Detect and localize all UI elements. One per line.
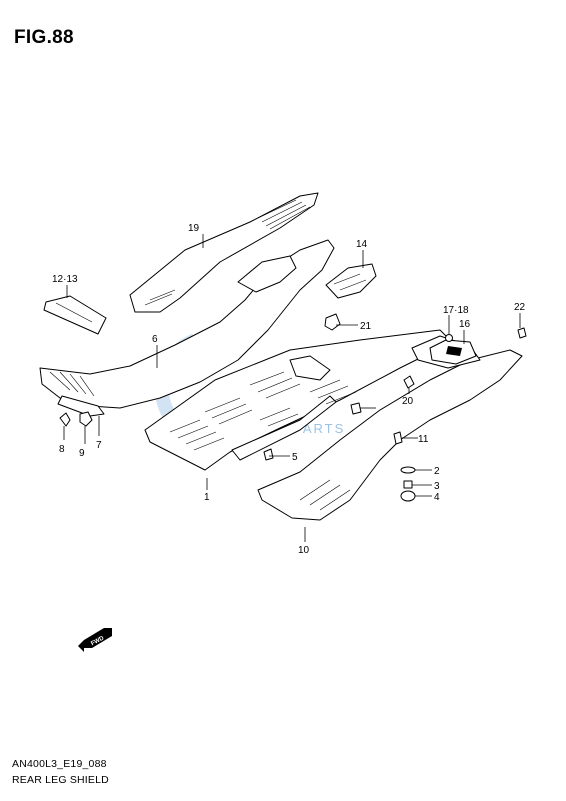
figure-title: FIG.88 (14, 27, 74, 48)
callout-14: 14 (356, 239, 368, 250)
part-14-bracket[interactable] (325, 263, 377, 299)
part-6-side-panel[interactable] (39, 239, 335, 409)
callout-1: 1 (204, 492, 210, 503)
callout-20: 22 (514, 302, 526, 313)
part-16-nut[interactable] (445, 334, 453, 342)
callout-17-18: 19 (188, 223, 200, 234)
callout-5: 5 (292, 452, 298, 463)
part-2-washer[interactable] (400, 466, 416, 474)
part-5-screw[interactable] (263, 448, 274, 461)
callout-6: 6 (152, 334, 158, 345)
callout-15: 16 (459, 319, 471, 330)
callout-9: 9 (79, 448, 85, 459)
part-21-screw[interactable] (324, 313, 341, 331)
callout-12-13: 12·13 (52, 274, 78, 285)
part-4-cushion[interactable] (400, 490, 416, 502)
part-3-bushing[interactable] (403, 480, 413, 489)
model-code: AN400L3_E19_088 (12, 758, 107, 770)
part-8-screw[interactable] (59, 412, 71, 427)
callout-3: 3 (434, 481, 440, 492)
callout-7: 7 (96, 440, 102, 451)
callout-8: 8 (59, 444, 65, 455)
part-15-bracket[interactable] (429, 339, 477, 365)
part-9-clip[interactable] (79, 411, 93, 427)
callout-19: 20 (402, 396, 414, 407)
callout-21: 21 (360, 321, 372, 332)
part-17-18-side-trim[interactable] (129, 192, 319, 313)
part-7-clip[interactable] (57, 395, 105, 417)
part-19-clip[interactable] (403, 375, 415, 389)
part-11-screw[interactable] (393, 431, 403, 445)
callout-2: 2 (434, 466, 440, 477)
leader-lines (63, 234, 521, 542)
part-12-13-cover[interactable] (43, 295, 107, 335)
callout-11: 11 (418, 434, 429, 445)
callout-10: 10 (298, 545, 310, 556)
part-1-floor-panel[interactable] (144, 329, 453, 471)
callout-16: 17·18 (443, 305, 469, 316)
diagram-name: REAR LEG SHIELD (12, 774, 109, 786)
part-22-grommet[interactable] (350, 402, 362, 415)
callout-4: 4 (434, 492, 440, 503)
part-20-screw[interactable] (517, 327, 527, 339)
fwd-arrow-icon: FWD (78, 628, 112, 652)
